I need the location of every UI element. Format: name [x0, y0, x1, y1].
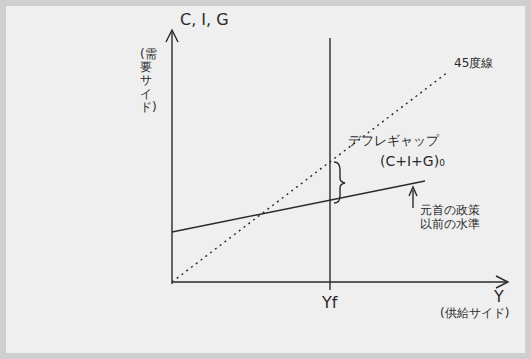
axis-tick-label: Yf [322, 293, 337, 312]
45-degree-line [172, 72, 448, 282]
pointer-arrow [412, 190, 413, 208]
aggregate-demand-line [172, 181, 425, 232]
yf-line [329, 38, 330, 290]
axis-label: C, I, G [180, 10, 229, 29]
axis-label: Y [494, 287, 504, 306]
x-axis [172, 281, 506, 282]
y-axis [171, 32, 172, 284]
pointer-arrowhead [409, 187, 417, 196]
curve-label: (C+I+G)₀ [380, 153, 445, 170]
x-axis-arrowhead [496, 276, 508, 288]
paper-ground [6, 6, 525, 353]
line-label: 45度線 [454, 56, 493, 70]
axis-side-label: (供給サイド) [440, 306, 509, 320]
note-label: 元首の政策 以前の水準 [420, 203, 488, 232]
gap-label: デフレギャップ [348, 133, 439, 149]
axis-side-label: (需要サイド) [140, 48, 152, 114]
y-axis-arrowhead [166, 30, 178, 42]
gap-brace [334, 162, 345, 203]
